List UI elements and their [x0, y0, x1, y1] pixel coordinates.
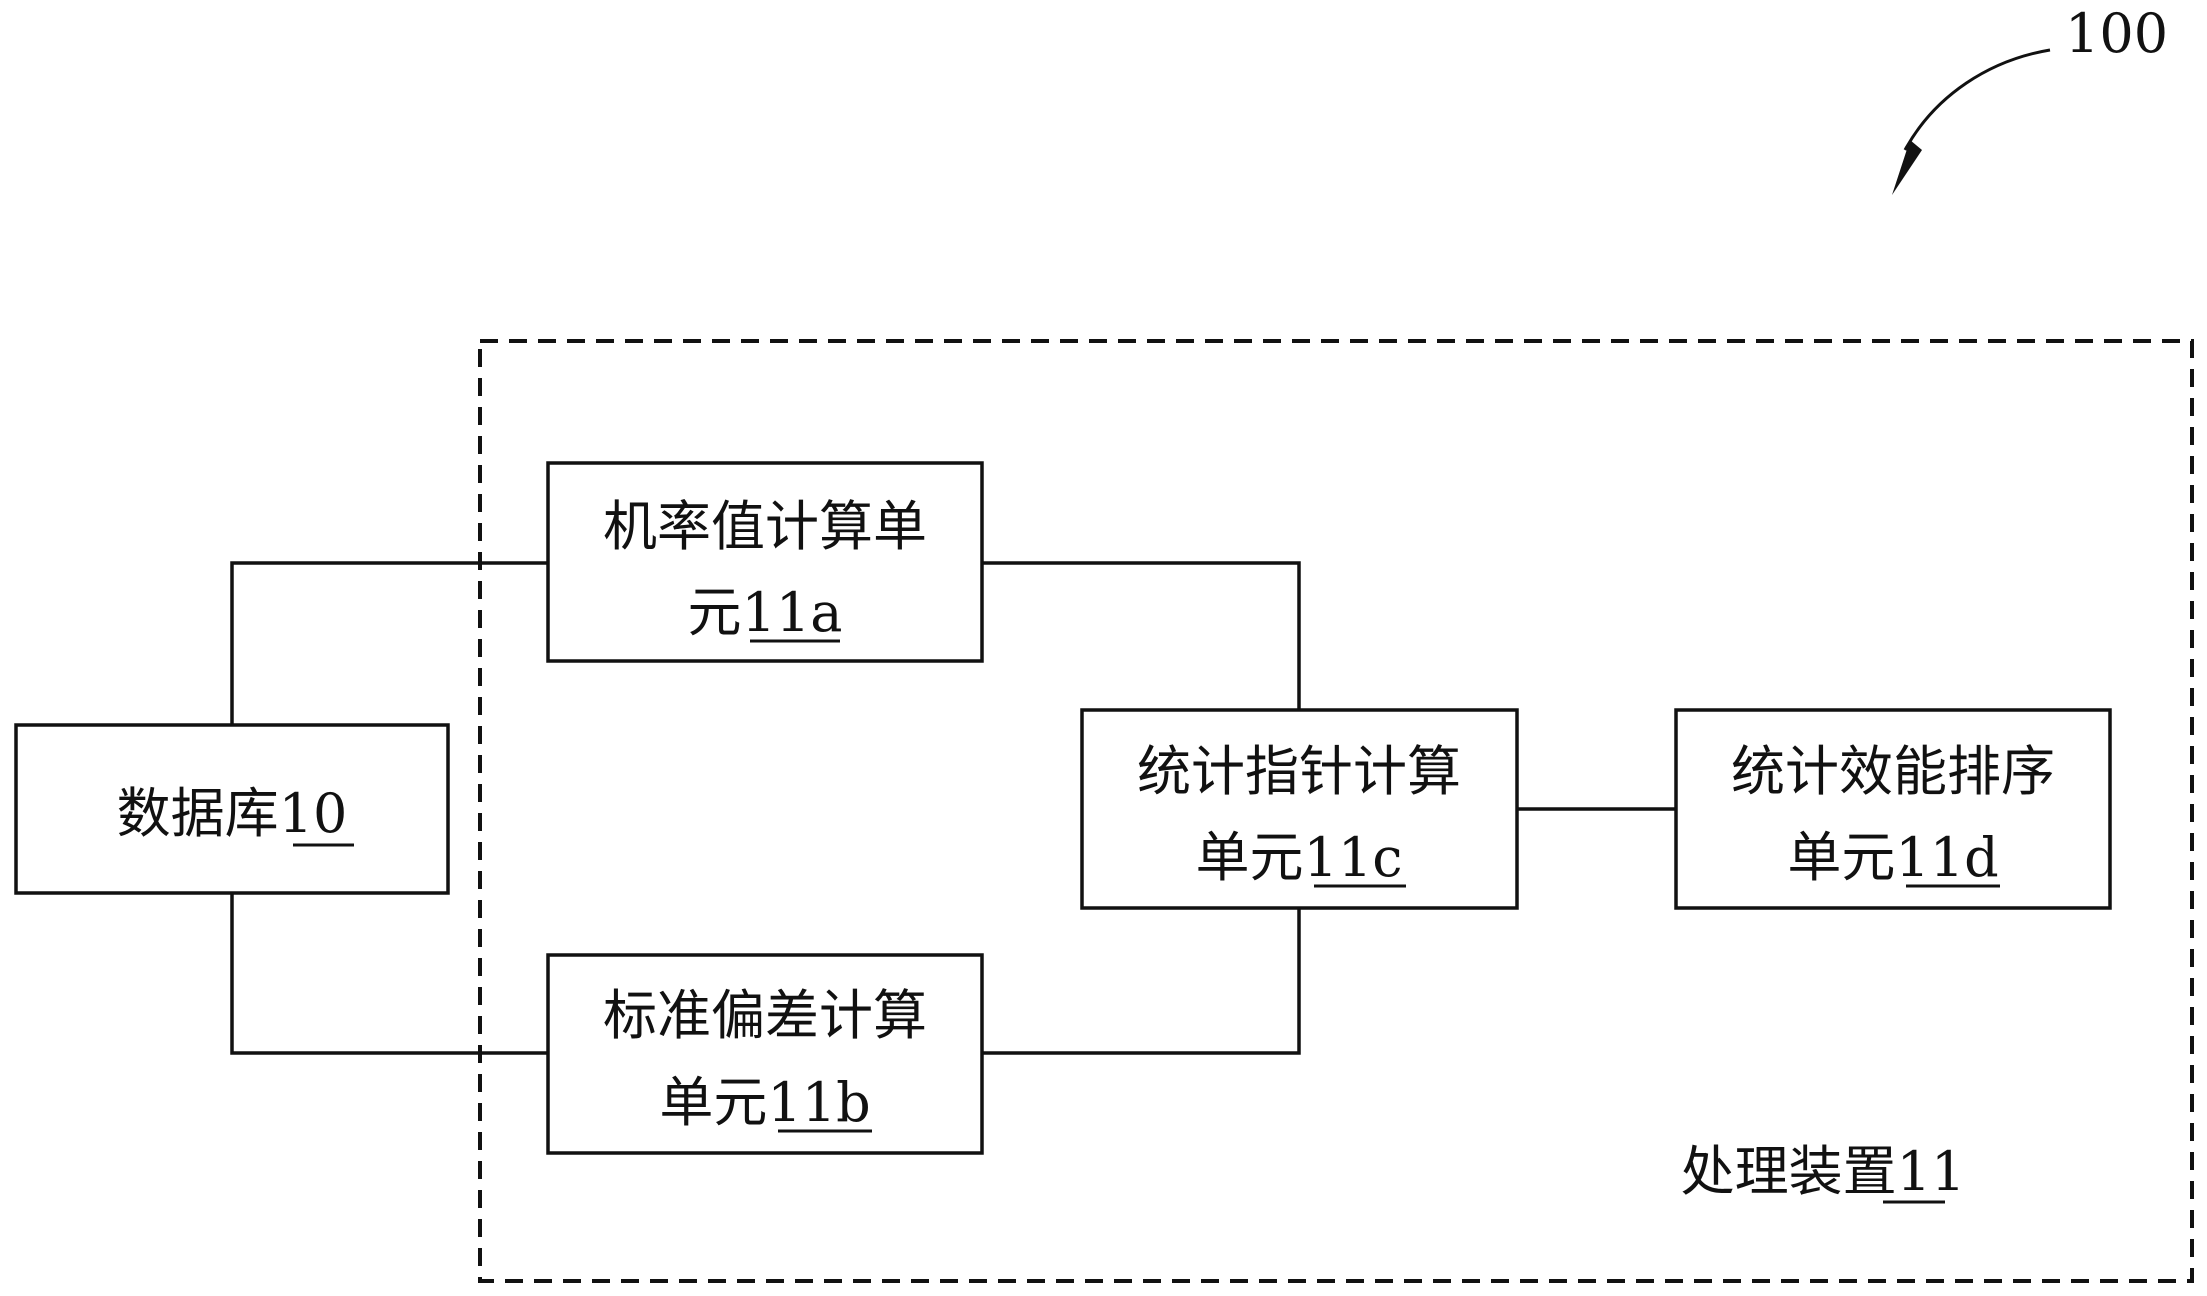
processing-device-ref: 11	[1897, 1140, 1966, 1203]
edge-database-to-probability-unit	[230, 561, 548, 725]
svg-text:数据库10: 数据库10	[117, 782, 348, 845]
svg-text:单元11b: 单元11b	[659, 1071, 870, 1134]
std-unit-label-line1: 标准偏差计算	[603, 984, 927, 1047]
probability-unit-node: 机率值计算单 元11a	[546, 461, 984, 663]
figure-ref-arrowhead-icon	[1892, 140, 1922, 195]
probability-unit-box	[546, 461, 984, 663]
stat-index-unit-node: 统计指针计算 单元11c	[1080, 708, 1519, 910]
stat-index-unit-ref: 11c	[1304, 826, 1403, 889]
connector-lines	[230, 561, 1676, 1055]
svg-text:单元11d: 单元11d	[1787, 826, 1998, 889]
edge-std-unit-to-stat-index-unit	[982, 908, 1301, 1055]
database-label: 数据库	[117, 782, 279, 845]
edge-probability-unit-to-stat-index-unit	[982, 561, 1301, 710]
std-unit-ref: 11b	[767, 1071, 870, 1134]
ranking-unit-label-line2: 单元	[1787, 826, 1895, 889]
ranking-unit-node: 统计效能排序 单元11d	[1674, 708, 2112, 910]
stat-index-unit-label-line1: 统计指针计算	[1137, 740, 1461, 803]
svg-text:单元11c: 单元11c	[1196, 826, 1403, 889]
processing-device-label: 处理装置	[1681, 1140, 1897, 1203]
figure-ref-label: 100	[2065, 2, 2168, 65]
std-unit-box	[546, 953, 984, 1155]
database-node: 数据库10	[14, 723, 450, 895]
ranking-unit-box	[1674, 708, 2112, 910]
database-box	[14, 723, 450, 895]
ranking-unit-label-line1: 统计效能排序	[1731, 740, 2055, 803]
edge-database-to-std-unit	[230, 893, 548, 1055]
probability-unit-label-line1: 机率值计算单	[603, 495, 927, 558]
figure-ref-arrow-curve	[1903, 48, 2051, 151]
std-unit-label-line2: 单元	[659, 1071, 767, 1134]
svg-text:元11a: 元11a	[688, 581, 843, 644]
database-ref: 10	[279, 782, 348, 845]
stat-index-unit-label-line2: 单元	[1196, 826, 1304, 889]
probability-unit-label-line2: 元	[688, 581, 742, 644]
stat-index-unit-box	[1080, 708, 1519, 910]
svg-text:处理装置11: 处理装置11	[1681, 1140, 1966, 1203]
ranking-unit-ref: 11d	[1895, 826, 1998, 889]
processing-device-container	[478, 339, 2194, 1283]
probability-unit-ref: 11a	[742, 581, 843, 644]
std-unit-node: 标准偏差计算 单元11b	[546, 953, 984, 1155]
